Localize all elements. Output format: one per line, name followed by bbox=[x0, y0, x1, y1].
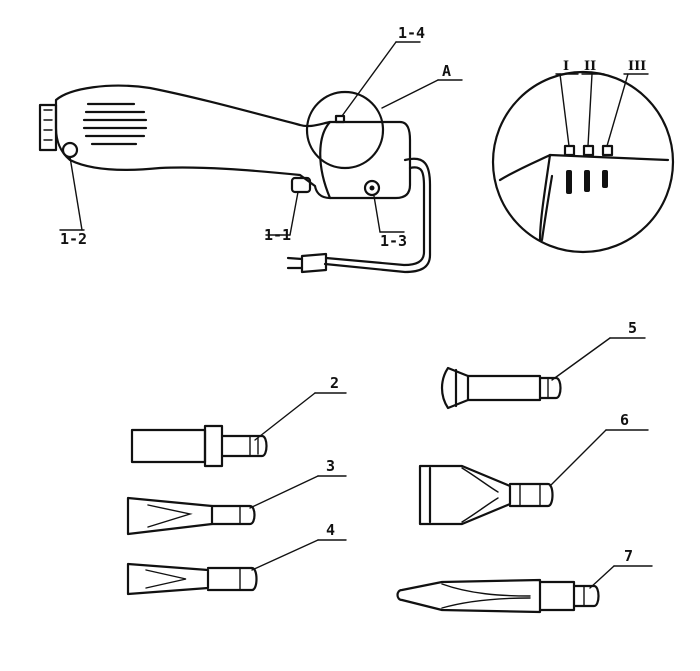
nozzle-7: 7 bbox=[396, 547, 653, 614]
label-1-1: 1-1 bbox=[264, 226, 291, 244]
label-pos-ii: II bbox=[584, 59, 596, 74]
trigger-button bbox=[290, 176, 312, 194]
label-nozzle-2: 2 bbox=[330, 374, 339, 392]
slot-i bbox=[566, 170, 572, 194]
selector-switch bbox=[334, 114, 346, 124]
vent-slots bbox=[82, 102, 148, 146]
label-1-4: 1-4 bbox=[398, 24, 425, 42]
switch-pos-ii bbox=[582, 144, 595, 157]
label-nozzle-4: 4 bbox=[326, 521, 335, 539]
heat-gun-callouts: 1-4 A 1-1 1-2 1-3 bbox=[59, 24, 463, 250]
label-pos-i: I bbox=[563, 59, 569, 74]
label-nozzle-6: 6 bbox=[620, 411, 629, 429]
rear-knob bbox=[61, 141, 79, 159]
nozzle-3: 3 bbox=[126, 457, 347, 536]
label-a: A bbox=[442, 62, 451, 80]
label-1-3: 1-3 bbox=[380, 232, 407, 250]
label-nozzle-7: 7 bbox=[624, 547, 633, 565]
label-nozzle-5: 5 bbox=[628, 319, 637, 337]
switch-pos-iii bbox=[601, 144, 614, 157]
nozzle-5: 5 bbox=[440, 319, 646, 410]
detail-circle-a bbox=[305, 90, 385, 170]
nozzle-4: 4 bbox=[126, 521, 347, 596]
slot-ii bbox=[584, 170, 590, 192]
switch-knob bbox=[363, 179, 381, 197]
detail-a-view: I II III bbox=[491, 59, 675, 254]
nozzle-6: 6 bbox=[418, 411, 649, 526]
label-nozzle-3: 3 bbox=[326, 457, 335, 475]
label-1-2: 1-2 bbox=[60, 230, 87, 248]
power-plug bbox=[300, 252, 328, 274]
nozzle-2: 2 bbox=[130, 374, 347, 468]
switch-pos-i bbox=[563, 144, 576, 157]
heat-gun bbox=[38, 84, 432, 274]
label-pos-iii: III bbox=[628, 59, 646, 74]
slot-iii bbox=[602, 170, 608, 188]
